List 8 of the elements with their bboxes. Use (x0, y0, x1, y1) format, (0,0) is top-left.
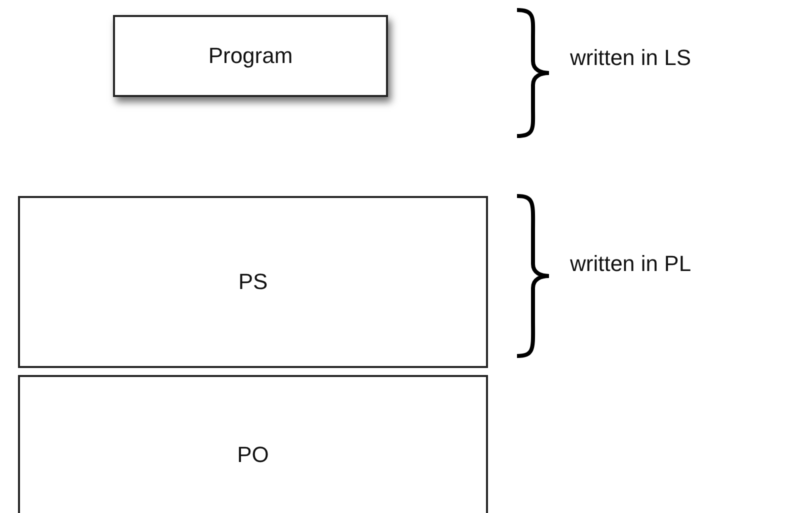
layer-box (18, 375, 488, 513)
box-label: PS (238, 269, 268, 295)
annotation-text: written in LS (570, 45, 692, 71)
box-label: Program (208, 43, 293, 69)
layer-box (18, 196, 488, 368)
layer-box (113, 15, 388, 97)
annotation-text: written in PL (570, 251, 692, 277)
box-label: PO (237, 442, 269, 468)
